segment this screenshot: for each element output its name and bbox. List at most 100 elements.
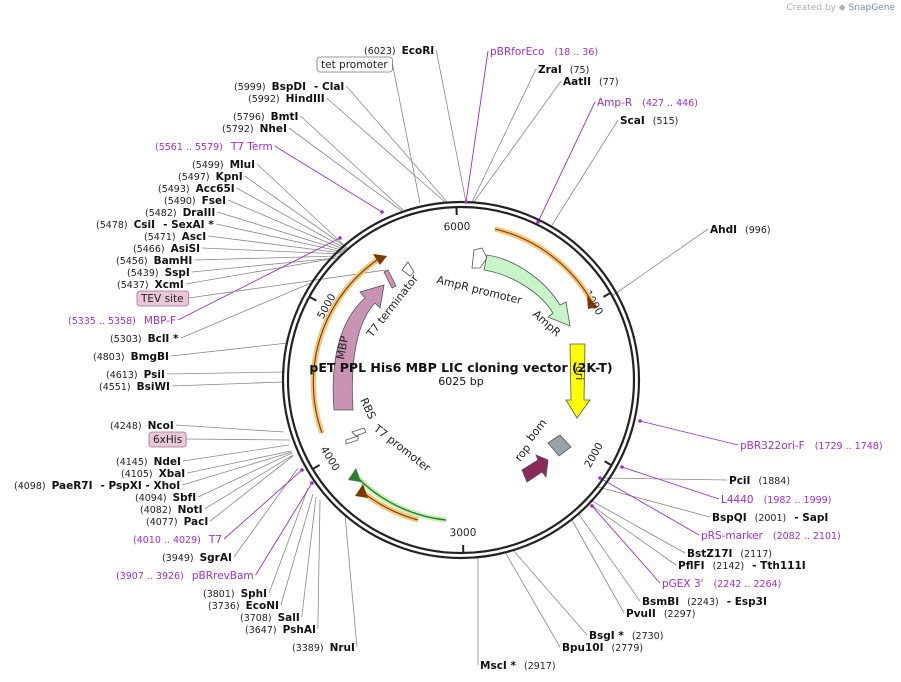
- site-name: BmgBI: [131, 351, 169, 363]
- site-leader: [175, 424, 285, 433]
- primer-site-mark: [598, 476, 602, 480]
- primer-name: pBRforEco: [490, 46, 544, 58]
- site-name: SphI: [241, 588, 267, 600]
- site-leader: [182, 444, 290, 462]
- site-label-pflfi: PflFI(2142)- Tth111I: [678, 560, 806, 572]
- site-name: AatII: [563, 76, 591, 88]
- tick-label: 2000: [582, 441, 606, 470]
- t7-terminator-arrow: [401, 261, 415, 277]
- site-position: (2001): [755, 513, 787, 524]
- site-label-xbai: (4105)XbaI: [121, 468, 185, 480]
- site-label-sali: (3708)SalI: [240, 612, 300, 624]
- site-name: EcoRI: [402, 45, 435, 57]
- site-label-bstz17i: BstZ17I(2117): [687, 548, 772, 560]
- site-name: Acc65I: [196, 183, 235, 195]
- primer-leader: [274, 145, 383, 213]
- primer-range: (2242 .. 2264): [714, 579, 782, 590]
- boxed-label-6xhis: 6xHis: [148, 431, 187, 448]
- site-position: (2779): [612, 643, 644, 654]
- site-leader: [587, 502, 677, 566]
- primer-site-mark: [620, 465, 624, 469]
- site-position: (5792): [222, 124, 254, 135]
- t7-promoter-label: T7 promoter: [370, 422, 433, 475]
- site-leader: [204, 454, 294, 510]
- site-leader: [185, 257, 337, 285]
- primer-site-mark: [638, 419, 642, 423]
- primer-range: (1729 .. 1748): [815, 441, 883, 452]
- site-position: (3949): [162, 553, 194, 564]
- site-position: (5456): [116, 256, 148, 267]
- site-leader: [301, 496, 317, 618]
- site-alias: - Tth111I: [752, 560, 806, 572]
- ori-label: ori: [573, 366, 586, 380]
- plasmid-backbone: [281, 200, 641, 560]
- site-leader: [604, 477, 728, 481]
- primer-leader: [591, 505, 661, 584]
- site-leader: [471, 68, 537, 203]
- primer-range: (5335 .. 5358): [68, 316, 136, 327]
- plasmid-size: 6025 bp: [438, 375, 483, 388]
- site-leader: [300, 115, 404, 211]
- primer-leader: [223, 469, 303, 540]
- label-box: [136, 290, 189, 307]
- site-label-psii: (4613)PsiI: [106, 369, 165, 381]
- site-name: SalI: [278, 612, 300, 624]
- site-name: BsgI *: [589, 630, 624, 642]
- tick-mark: [309, 296, 317, 302]
- site-position: (5303): [110, 334, 142, 345]
- site-name: SgrAI: [200, 552, 232, 564]
- boxed-label-leader: [186, 438, 291, 441]
- site-label-sspi: (5439)SspI: [127, 267, 190, 279]
- primer-leader: [599, 477, 700, 536]
- leader-lines: [166, 49, 739, 665]
- site-position: (3801): [203, 589, 235, 600]
- site-position: (5796): [233, 112, 265, 123]
- site-label-sphi: (3801) SphI: [203, 588, 267, 600]
- site-position: (4077): [146, 517, 178, 528]
- site-leader: [170, 342, 289, 357]
- site-alias: - Esp3I: [727, 596, 767, 608]
- site-position: (6023): [364, 46, 396, 57]
- label-box: [148, 431, 187, 448]
- site-leader: [236, 187, 347, 250]
- site-position: (4803): [93, 352, 125, 363]
- site-leader: [551, 119, 619, 226]
- site-name: NdeI: [154, 456, 181, 468]
- site-position: (4248): [110, 421, 142, 432]
- site-position: (4098): [14, 481, 46, 492]
- site-position: (5466): [133, 244, 165, 255]
- primer-leader: [255, 482, 313, 576]
- site-label-bmti: (5796)BmtI: [233, 111, 298, 123]
- site-leader: [233, 467, 299, 558]
- site-name: BspQI: [712, 512, 747, 524]
- ampr-arrow: [483, 254, 571, 327]
- site-name: BsmBI: [642, 596, 679, 608]
- site-position: (4613): [106, 370, 138, 381]
- rbs-label: RBS: [357, 396, 378, 421]
- tev-site-mark: [383, 269, 397, 289]
- bom-box: [547, 434, 572, 457]
- site-label-pcii: PciI(1884): [729, 475, 790, 487]
- site-leader: [326, 97, 447, 204]
- primer-name: pBR322ori-F: [740, 440, 805, 452]
- site-name: PaeR7I: [52, 480, 93, 492]
- site-label-noti: (4082)NotI: [140, 504, 203, 516]
- site-position: (996): [745, 225, 771, 236]
- site-position: (5437): [117, 280, 149, 291]
- site-leader: [268, 487, 309, 594]
- primer-range: (18 .. 36): [554, 47, 598, 58]
- primer-label-pbrrevbam: (3907 .. 3926)pBRrevBam: [116, 570, 254, 582]
- tick-mark: [603, 292, 611, 298]
- site-label-bcli: (5303)BclI *: [110, 333, 179, 345]
- site-position: (2297): [664, 609, 696, 620]
- mbp-arrow: [332, 284, 385, 411]
- boxed-label-leader: [392, 63, 421, 204]
- site-label-bsgi: BsgI *(2730): [589, 630, 663, 642]
- primer-name: Amp-R: [597, 97, 632, 109]
- plasmid-name: pET PPL His6 MBP LIC cloning vector (2K-…: [309, 360, 612, 375]
- primer-label-t7: (4010 .. 4029)T7: [133, 534, 222, 546]
- site-position: (1884): [758, 476, 790, 487]
- site-name: Bpu10I: [562, 642, 604, 654]
- site-leader: [208, 235, 343, 254]
- site-leader: [194, 255, 340, 261]
